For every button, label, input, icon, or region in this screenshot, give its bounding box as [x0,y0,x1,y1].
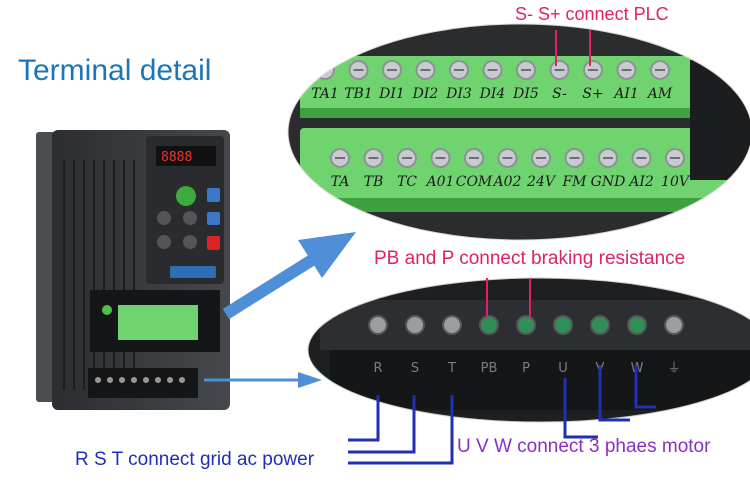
control-terminal-magnifier: TA1 TB1 DI1 DI2 DI3 DI4 DI5 S- S+ AI1 AM TA TB TC A01… [288,24,750,240]
power-terminal-label: T [447,361,456,376]
terminal-label: DI3 [445,86,472,102]
braking-annotation: PB and P connect braking resistance [374,248,686,269]
terminal-label: DI4 [479,86,506,102]
terminal-label: AM [646,86,673,102]
power-screw [368,315,388,335]
arrow-to-control [222,232,356,320]
terminal-label: 24V [526,174,557,190]
power-terminal-label: R [373,361,382,376]
terminal-label: A02 [492,174,522,190]
power-terminal-opening [88,368,198,398]
vfd-drive: 8888 [36,130,230,410]
brand-label [170,266,216,278]
top-terminal-labels: TA1 TB1 DI1 DI2 DI3 DI4 DI5 S- S+ AI1 AM [311,86,673,102]
power-terminal-label: P [522,361,530,376]
bottom-screw-row [330,148,685,168]
top-lens-rim [287,23,750,241]
terminal-label: COM [456,174,493,190]
svg-text:8888: 8888 [161,150,192,165]
terminal-label: AI2 [627,174,654,190]
power-screw [664,315,684,335]
mk-key[interactable] [183,211,197,225]
terminal-label: DI5 [512,86,539,102]
power-screw [479,315,499,335]
top-screw-row [315,60,670,80]
terminal-label: TC [397,174,417,190]
terminal-label: A01 [425,174,455,190]
bottom-lens-rim [307,277,750,423]
power-terminal-studs [95,377,185,383]
power-terminal-label: PB [481,361,498,376]
prg-key[interactable] [207,188,220,202]
run-key[interactable] [176,186,196,206]
power-terminal-label: S [411,361,419,376]
terminal-label: TA [331,174,350,190]
plc-pointer-lines [555,30,591,66]
grid-power-annotation: R S T connect grid ac power [75,449,315,470]
page-title: Terminal detail [18,54,212,87]
terminal-label: S+ [582,86,603,102]
motor-annotation: U V W connect 3 phaes motor [457,436,711,457]
terminal-label: 10V [661,174,691,190]
rst-connector-lines [348,395,454,465]
terminal-label: TB1 [344,86,373,102]
terminal-label: S- [552,86,567,102]
power-screw [553,315,573,335]
uvw-connector-lines [563,365,656,439]
plc-annotation: S- S+ connect PLC [515,4,669,24]
fwd-key[interactable] [207,212,220,225]
terminal-label: TB [364,174,384,190]
control-terminal-block [118,305,198,340]
arrow-to-power [204,372,322,388]
ent-key[interactable] [157,211,171,225]
stop-key[interactable] [207,236,220,250]
power-screw-row [368,315,684,335]
power-screw [442,315,462,335]
terminal-screw [315,60,335,80]
terminal-label: AI1 [612,86,639,102]
terminal-label: FM [561,174,587,190]
right-key[interactable] [183,235,197,249]
power-screw [516,315,536,335]
power-screw [590,315,610,335]
terminal-label: DI2 [412,86,439,102]
braking-pointer-lines [486,278,531,318]
power-terminal-label: U [558,361,568,376]
led-display [156,146,216,166]
terminal-label: TA1 [311,86,339,102]
power-screw [405,315,425,335]
power-screw [627,315,647,335]
left-key[interactable] [157,235,171,249]
power-terminal-label: ⏚ [667,361,680,376]
terminal-label: GND [591,174,626,190]
terminal-label: DI1 [378,86,405,102]
